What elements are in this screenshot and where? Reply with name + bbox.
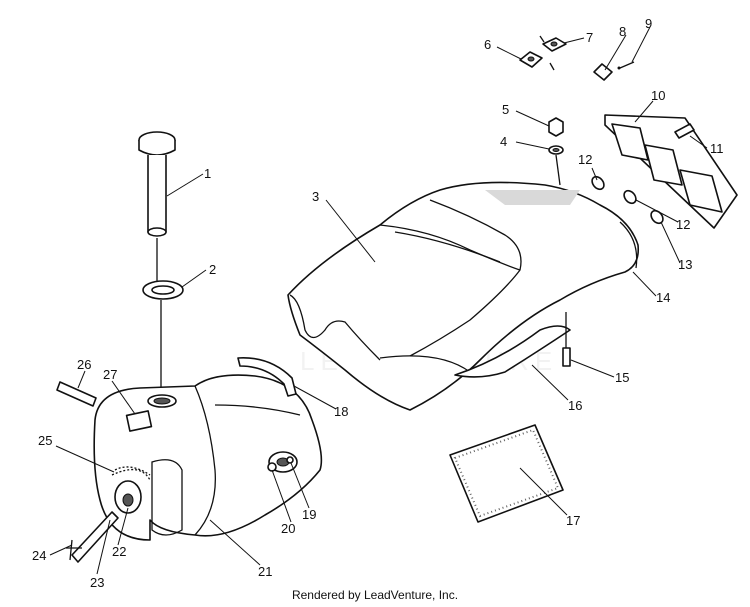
callout-labels: 1 2 3 4 5 6 7 8 9 10 11 12 12 13 14 15 1… — [32, 16, 724, 590]
callout-21: 21 — [258, 564, 272, 579]
callout-27: 27 — [103, 367, 117, 382]
bulbs — [591, 175, 664, 225]
callout-6: 6 — [484, 37, 491, 52]
leader-lines — [49, 26, 708, 575]
callout-11: 11 — [710, 141, 724, 156]
vent-tube — [56, 381, 97, 407]
callout-19: 19 — [302, 507, 316, 522]
callout-23: 23 — [90, 575, 104, 590]
callout-18: 18 — [334, 404, 348, 419]
callout-8: 8 — [619, 24, 626, 39]
callout-16: 16 — [568, 398, 582, 413]
callout-9: 9 — [645, 16, 652, 31]
bolt — [562, 312, 571, 367]
callout-25: 25 — [38, 433, 52, 448]
callout-15: 15 — [615, 370, 629, 385]
filler-neck — [138, 131, 176, 282]
hose-clamp — [114, 466, 151, 476]
callout-3: 3 — [312, 189, 319, 204]
callout-1: 1 — [204, 166, 211, 181]
ring-seal — [142, 280, 184, 392]
callout-7: 7 — [586, 30, 593, 45]
callout-5: 5 — [502, 102, 509, 117]
callout-13: 13 — [678, 257, 692, 272]
rendered-by-credit: Rendered by LeadVenture, Inc. — [291, 588, 459, 602]
nut-and-washer — [548, 117, 564, 186]
foam-pad — [449, 424, 564, 523]
fuel-line — [66, 511, 119, 563]
screw — [674, 123, 695, 139]
strap — [237, 357, 297, 397]
callout-12a: 12 — [578, 152, 592, 167]
callout-14: 14 — [656, 290, 670, 305]
callout-17: 17 — [566, 513, 580, 528]
callout-10: 10 — [651, 88, 665, 103]
callout-4: 4 — [500, 134, 507, 149]
small-clips — [519, 35, 635, 81]
callout-22: 22 — [112, 544, 126, 559]
callout-12b: 12 — [676, 217, 690, 232]
tail-light-lens — [604, 114, 738, 229]
seat — [287, 181, 640, 411]
callout-24: 24 — [32, 548, 46, 563]
callout-2: 2 — [209, 262, 216, 277]
callout-20: 20 — [281, 521, 295, 536]
callout-26: 26 — [77, 357, 91, 372]
